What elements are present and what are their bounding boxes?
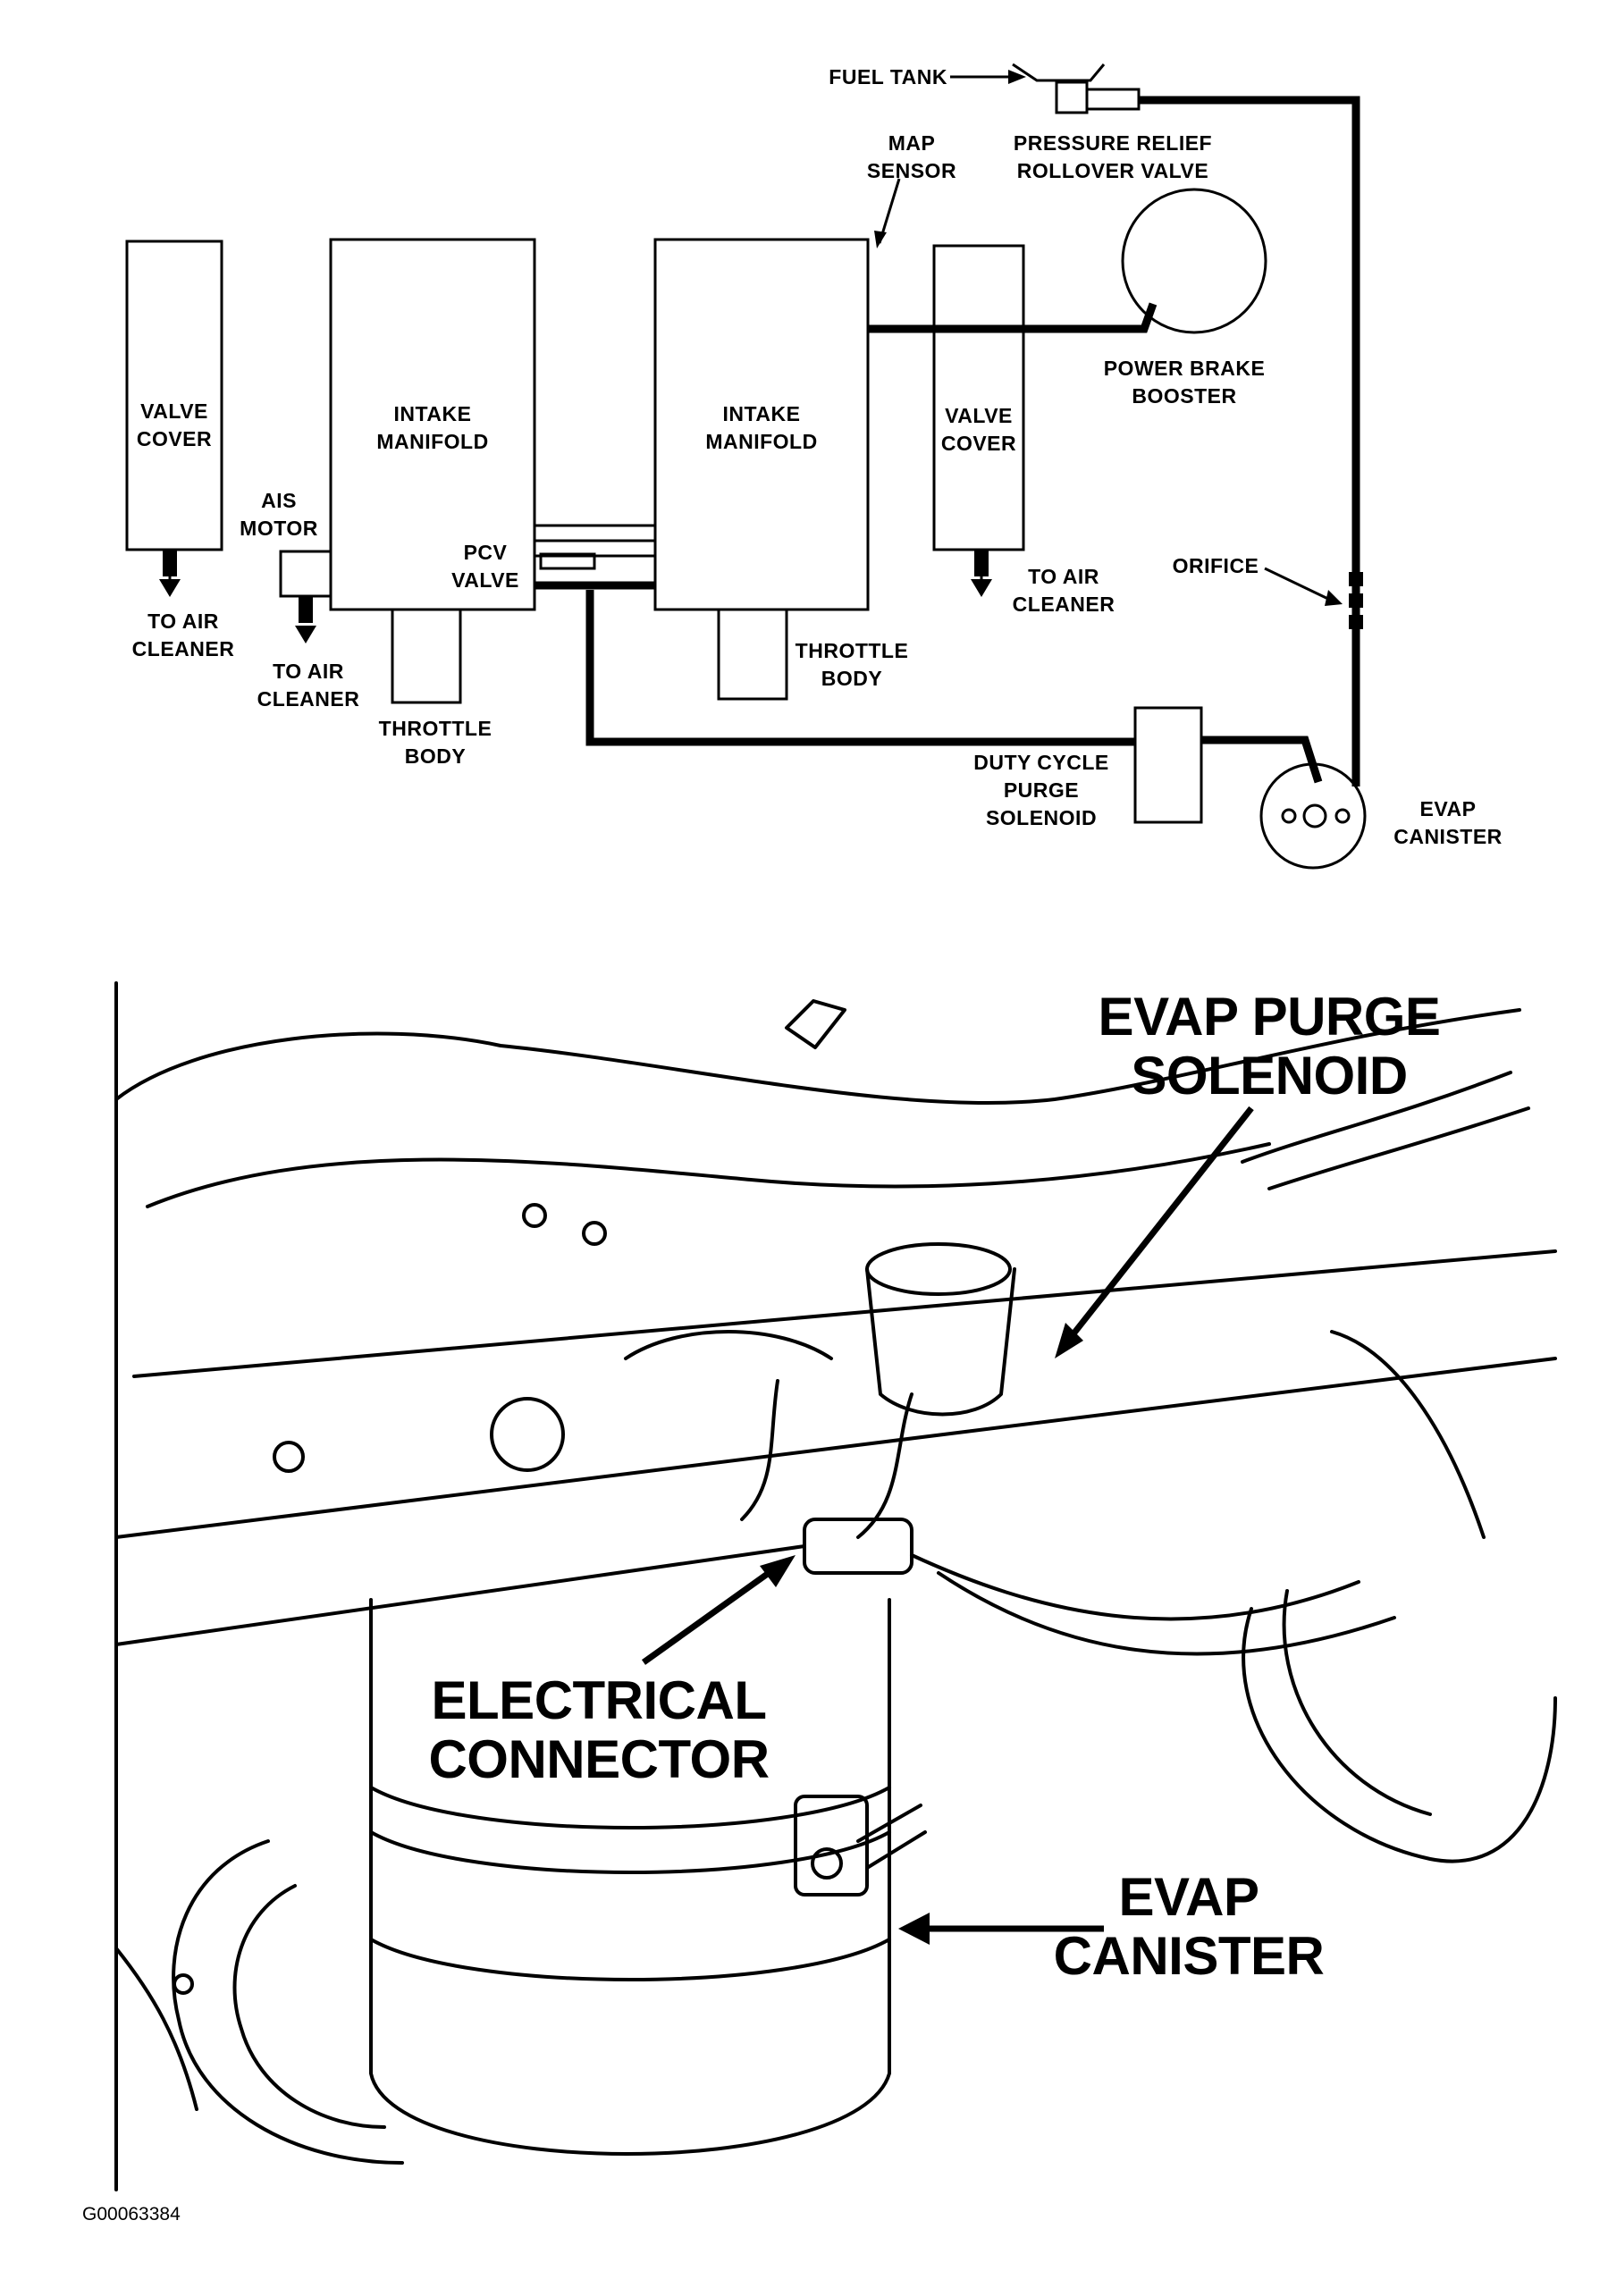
valve-cover-right-line1: VALVE xyxy=(945,404,1013,427)
to-air-cleaner-right-line2: CLEANER xyxy=(1012,593,1115,616)
electrical-connector-line1: ELECTRICAL xyxy=(431,1670,767,1730)
duty-cycle-line3: SOLENOID xyxy=(985,806,1098,829)
brake-booster-circle xyxy=(1121,188,1267,334)
evap-canister-line1: EVAP xyxy=(1118,1867,1259,1927)
fuel-tank-label: FUEL TANK xyxy=(808,63,947,91)
pressure-relief-line1: PRESSURE RELIEF xyxy=(1013,131,1213,155)
throttle-body-right-line1: THROTTLE xyxy=(795,639,909,662)
pcv-valve-line1: PCV xyxy=(463,541,508,564)
solenoid-leader xyxy=(1065,1106,1254,1343)
to-air-cleaner-center-line1: TO AIR xyxy=(273,660,344,683)
to-air-cleaner-left-line1: TO AIR xyxy=(147,610,219,633)
rollover-valve xyxy=(1055,80,1089,114)
fuel-tank-text: FUEL TANK xyxy=(829,65,947,88)
valve-cover-right-box xyxy=(932,244,1025,551)
intake-manifold-right-line1: INTAKE xyxy=(722,402,801,425)
evap-canister-schematic-line2: CANISTER xyxy=(1393,825,1503,848)
to-air-cleaner-left-line2: CLEANER xyxy=(131,637,235,660)
valve-cover-left-line1: VALVE xyxy=(140,399,208,423)
power-brake-booster-line2: BOOSTER xyxy=(1132,384,1237,408)
valve-cover-left-label: VALVE COVER xyxy=(128,398,221,453)
intake-manifold-left-line1: INTAKE xyxy=(393,402,472,425)
evap-canister-schematic-line1: EVAP xyxy=(1419,797,1477,820)
intake-manifold-left-line2: MANIFOLD xyxy=(376,430,489,453)
to-air-cleaner-right-line1: TO AIR xyxy=(1028,565,1099,588)
purge-line xyxy=(585,590,1135,746)
intake-manifold-left-label: INTAKE MANIFOLD xyxy=(331,400,535,456)
evap-canister-label: EVAP CANISTER xyxy=(1037,1868,1341,1986)
valve-cover-right-label: VALVE COVER xyxy=(934,402,1023,458)
orifice-text: ORIFICE xyxy=(1172,554,1259,577)
intake-manifold-right-line2: MANIFOLD xyxy=(705,430,818,453)
electrical-connector-label: ELECTRICAL CONNECTOR xyxy=(411,1671,787,1789)
throttle-body-right-line2: BODY xyxy=(821,667,883,690)
pcv-valve-label: PCV VALVE xyxy=(445,539,526,594)
map-sensor-line2: SENSOR xyxy=(866,159,957,182)
intake-manifold-right-label: INTAKE MANIFOLD xyxy=(655,400,868,456)
ais-motor-line1: AIS xyxy=(261,489,297,512)
purge-solenoid-box xyxy=(1133,706,1203,824)
evap-canister-line2: CANISTER xyxy=(1053,1926,1325,1986)
valve-cover-left-box xyxy=(125,240,223,551)
power-brake-booster-line1: POWER BRAKE xyxy=(1103,357,1266,380)
throttle-body-right-box xyxy=(717,608,788,701)
duty-cycle-line1: DUTY CYCLE xyxy=(973,751,1109,774)
to-air-cleaner-center-line2: CLEANER xyxy=(257,687,360,711)
throttle-body-left-line1: THROTTLE xyxy=(378,717,493,740)
evap-purge-solenoid-line2: SOLENOID xyxy=(1131,1046,1408,1106)
orifice-label: ORIFICE xyxy=(1162,552,1269,580)
to-air-cleaner-center-label: TO AIR CLEANER xyxy=(246,658,371,713)
evap-purge-solenoid-label: EVAP PURGE SOLENOID xyxy=(1064,988,1475,1106)
throttle-body-left-line2: BODY xyxy=(404,744,467,768)
pressure-relief-line2: ROLLOVER VALVE xyxy=(1016,159,1209,182)
power-brake-booster-label: POWER BRAKE BOOSTER xyxy=(1082,355,1287,410)
solenoid-to-canister xyxy=(1201,736,1323,784)
valve-cover-right-line2: COVER xyxy=(940,432,1017,455)
vacuum-line-booster xyxy=(868,302,1158,333)
ais-motor-line2: MOTOR xyxy=(240,517,318,540)
evap-purge-solenoid-line1: EVAP PURGE xyxy=(1098,987,1441,1047)
ais-motor-label: AIS MOTOR xyxy=(234,487,324,542)
connector-leader xyxy=(641,1570,771,1665)
pressure-relief-label: PRESSURE RELIEF ROLLOVER VALVE xyxy=(997,130,1229,185)
throttle-body-left-box xyxy=(391,608,462,704)
vapor-line-main xyxy=(1139,96,1360,786)
throttle-body-left-label: THROTTLE BODY xyxy=(368,715,502,770)
duty-cycle-line2: PURGE xyxy=(1003,778,1080,802)
to-air-cleaner-left-label: TO AIR CLEANER xyxy=(121,608,246,663)
valve-cover-left-line2: COVER xyxy=(136,427,213,450)
electrical-connector-line2: CONNECTOR xyxy=(428,1729,770,1789)
throttle-body-right-label: THROTTLE BODY xyxy=(785,637,919,693)
to-air-cleaner-right-label: TO AIR CLEANER xyxy=(1001,563,1126,618)
evap-schematic xyxy=(125,63,1367,870)
map-sensor-label: MAP SENSOR xyxy=(863,130,961,185)
pcv-valve-line2: VALVE xyxy=(451,568,519,592)
evap-canister-schematic-label: EVAP CANISTER xyxy=(1381,795,1515,851)
ais-motor-box xyxy=(279,550,333,598)
map-sensor-line1: MAP xyxy=(888,131,936,155)
figure-id: G00063384 xyxy=(82,2204,181,2225)
duty-cycle-label: DUTY CYCLE PURGE SOLENOID xyxy=(956,749,1126,832)
